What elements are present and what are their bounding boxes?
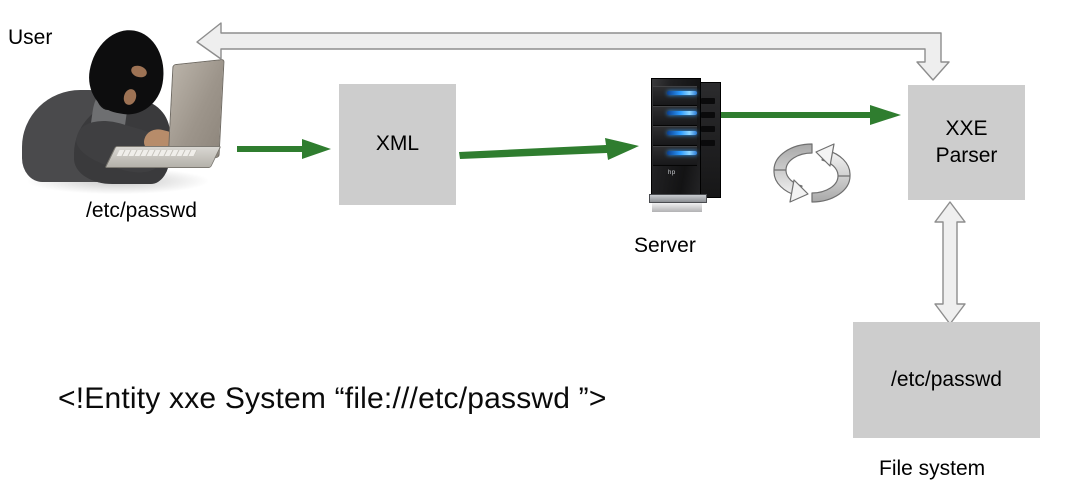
server-bay-3 <box>653 126 697 146</box>
server-side-slot-4 <box>701 140 715 146</box>
file-system-box-label: /etc/passwd <box>891 367 1002 391</box>
xxe-parser-box[interactable]: XXE Parser <box>908 85 1025 200</box>
server-tower-icon: hp <box>645 78 727 212</box>
arrow-parser-to-user <box>196 22 950 81</box>
file-system-label: File system <box>879 457 986 480</box>
server-side-slot-1 <box>701 98 715 104</box>
laptop-keyboard <box>116 150 198 156</box>
hacker-with-laptop-icon <box>18 24 225 194</box>
user-label: User <box>8 26 53 49</box>
circular-arrows-icon <box>773 143 851 203</box>
server-base <box>649 194 707 203</box>
server-bay-2 <box>653 106 697 126</box>
user-request-label: /etc/passwd <box>86 199 197 222</box>
server-bay-4 <box>653 146 697 166</box>
server-led-1 <box>667 91 697 95</box>
file-system-box[interactable]: /etc/passwd <box>853 322 1040 438</box>
server-led-4 <box>667 151 697 155</box>
server-label: Server <box>634 234 696 257</box>
arrow-xml-to-server <box>459 138 639 160</box>
server-side-slot-3 <box>701 126 715 132</box>
xxe-parser-line-2: Parser <box>935 143 998 167</box>
xxe-parser-line-1: XXE <box>945 117 988 141</box>
server-side-slot-2 <box>701 112 715 118</box>
arrow-parser-to-filesystem <box>934 201 966 325</box>
xml-box[interactable]: XML <box>339 84 456 205</box>
server-reflection <box>652 201 702 212</box>
server-led-3 <box>667 131 697 135</box>
xxe-parser-box-label: XXE Parser <box>936 116 998 169</box>
server-brand-logo: hp <box>668 170 676 176</box>
xml-box-label: XML <box>375 132 420 156</box>
server-bay-1 <box>653 86 697 106</box>
server-led-2 <box>667 111 697 115</box>
arrow-server-to-parser <box>721 105 901 125</box>
arrow-user-to-xml <box>237 139 331 159</box>
entity-code-snippet: <!Entity xxe System “file:///etc/passwd … <box>58 382 607 415</box>
